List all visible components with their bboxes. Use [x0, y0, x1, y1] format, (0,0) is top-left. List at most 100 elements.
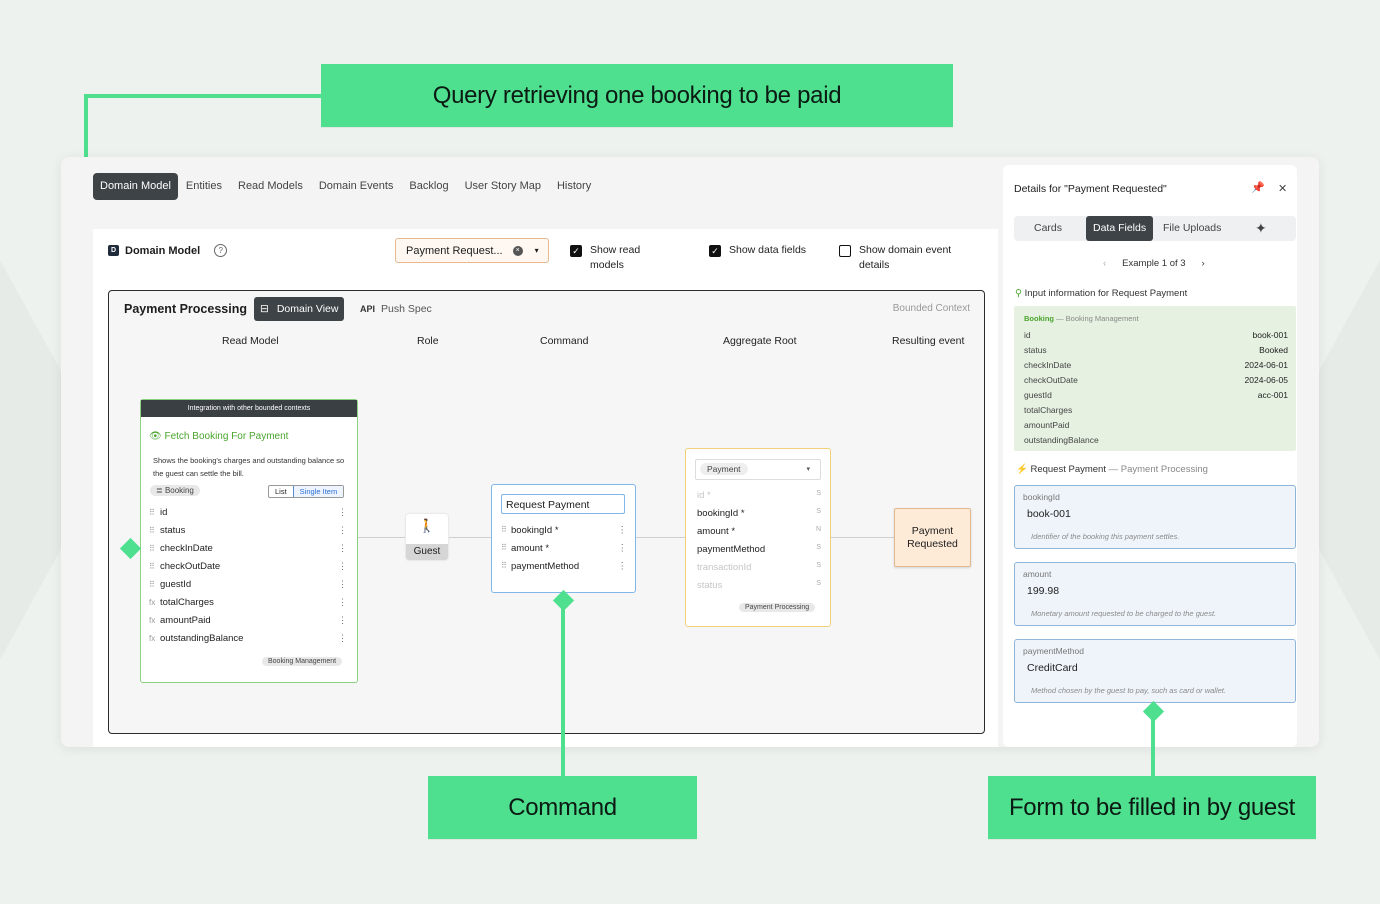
- checkbox-checked-icon[interactable]: ✓: [570, 245, 582, 257]
- command-name-input[interactable]: Request Payment: [501, 494, 625, 514]
- form-field-value[interactable]: 199.98: [1027, 585, 1060, 597]
- booking-value: book-001: [1252, 330, 1288, 340]
- field-row[interactable]: ⠿checkInDate⋮: [149, 543, 347, 554]
- tab-read-models[interactable]: Read Models: [238, 180, 303, 192]
- aggregate-select[interactable]: Payment ▾: [695, 459, 821, 480]
- field-name: amount *: [511, 543, 550, 554]
- field-type: N: [815, 526, 821, 533]
- domain-view-button[interactable]: ⊟Domain View: [254, 297, 345, 321]
- callout-line: [84, 94, 322, 98]
- checkbox-show-read-models[interactable]: ✓Show read models: [570, 243, 660, 273]
- field-name: checkOutDate: [160, 561, 221, 572]
- chevron-right-icon[interactable]: ›: [1201, 258, 1205, 269]
- tab-domain-events[interactable]: Domain Events: [318, 180, 394, 192]
- chevron-down-icon[interactable]: ▾: [534, 246, 539, 255]
- checkbox-unchecked-icon[interactable]: [839, 245, 851, 257]
- more-icon[interactable]: ⋮: [338, 615, 347, 625]
- field-type: S: [816, 544, 821, 551]
- more-icon[interactable]: ⋮: [617, 561, 628, 572]
- checkbox-show-data-fields[interactable]: ✓Show data fields: [709, 243, 809, 258]
- field-type: S: [816, 562, 821, 569]
- clear-icon[interactable]: ×: [512, 245, 523, 256]
- segment-list[interactable]: List: [275, 487, 287, 496]
- field-name: id: [160, 507, 168, 518]
- chevron-left-icon[interactable]: ‹: [1103, 258, 1107, 269]
- field-row[interactable]: ⠿guestId⋮: [149, 579, 347, 590]
- more-icon[interactable]: ⋮: [617, 525, 628, 536]
- tab-history[interactable]: History: [556, 180, 592, 192]
- sparkle-icon[interactable]: ✦: [1255, 220, 1267, 236]
- form-field-amount[interactable]: amount 199.98 Monetary amount requested …: [1014, 562, 1296, 626]
- form-field-hint: Method chosen by the guest to pay, such …: [1031, 686, 1226, 695]
- drag-handle-icon[interactable]: ⠿: [149, 526, 155, 535]
- field-row[interactable]: ⠿ id ⋮: [149, 507, 347, 518]
- more-icon[interactable]: ⋮: [338, 543, 347, 553]
- aggregate-field[interactable]: bookingId *S: [697, 508, 821, 519]
- drag-handle-icon[interactable]: ⠿: [149, 508, 155, 517]
- form-field-label: amount: [1023, 569, 1052, 579]
- form-field-value[interactable]: CreditCard: [1027, 662, 1078, 674]
- tab-backlog[interactable]: Backlog: [409, 180, 449, 192]
- field-row[interactable]: ⠿ checkOutDate ⋮: [149, 561, 347, 572]
- form-field-payment-method[interactable]: paymentMethod CreditCard Method chosen b…: [1014, 639, 1296, 703]
- drag-handle-icon[interactable]: ⠿: [149, 562, 155, 571]
- chevron-down-icon[interactable]: ▾: [806, 466, 810, 473]
- form-field-booking-id[interactable]: bookingId book-001 Identifier of the boo…: [1014, 485, 1296, 549]
- form-field-hint: Monetary amount requested to be charged …: [1031, 609, 1217, 618]
- drag-handle-icon[interactable]: ⠿: [501, 561, 507, 570]
- read-model-card[interactable]: Integration with other bounded contexts …: [140, 399, 358, 683]
- hierarchy-icon: ⊟: [260, 303, 269, 315]
- more-icon[interactable]: ⋮: [338, 579, 347, 589]
- event-card-payment-requested[interactable]: Payment Requested: [894, 508, 971, 567]
- field-row[interactable]: ⠿ amount * ⋮: [501, 543, 627, 554]
- booking-key: status: [1024, 345, 1047, 355]
- checkbox-checked-icon[interactable]: ✓: [709, 245, 721, 257]
- more-icon[interactable]: ⋮: [338, 633, 347, 643]
- field-row[interactable]: ⠿bookingId *⋮: [501, 525, 627, 536]
- role-card-guest[interactable]: 🚶 Guest: [406, 514, 448, 560]
- tab-entities[interactable]: Entities: [185, 180, 222, 192]
- more-icon[interactable]: ⋮: [338, 561, 347, 571]
- tab-file-uploads[interactable]: File Uploads: [1163, 222, 1222, 234]
- checkbox-show-domain-event-details[interactable]: Show domain event details: [839, 243, 969, 273]
- command-card[interactable]: Request Payment ⠿bookingId *⋮ ⠿ amount * ⋮…: [491, 484, 636, 593]
- aggregate-field[interactable]: id *S: [697, 490, 821, 501]
- drag-handle-icon[interactable]: ⠿: [501, 525, 507, 534]
- segment-single-item[interactable]: Single Item: [292, 486, 344, 497]
- drag-handle-icon[interactable]: ⠿: [501, 543, 507, 552]
- more-icon[interactable]: ⋮: [338, 597, 347, 607]
- tab-data-fields[interactable]: Data Fields: [1086, 216, 1154, 241]
- read-model-name[interactable]: 👁 Fetch Booking For Payment: [149, 431, 288, 442]
- help-icon[interactable]: ?: [214, 244, 228, 257]
- input-info-label: ⚲ Input information for Request Payment: [1015, 288, 1187, 299]
- aggregate-root-card[interactable]: Payment ▾ id *S bookingId *S amount *N p…: [685, 448, 831, 627]
- more-icon[interactable]: ⋮: [338, 507, 347, 517]
- drag-handle-icon[interactable]: ⠿: [149, 580, 155, 589]
- pin-icon[interactable]: 📌: [1251, 182, 1265, 194]
- list-single-toggle[interactable]: List Single Item: [268, 485, 345, 498]
- tab-domain-model[interactable]: Domain Model: [93, 173, 178, 200]
- more-icon[interactable]: ⋮: [338, 525, 347, 535]
- person-icon: 🚶: [418, 518, 436, 533]
- field-row[interactable]: ⠿paymentMethod⋮: [501, 561, 627, 572]
- drag-handle-icon[interactable]: ⠿: [149, 544, 155, 553]
- more-icon[interactable]: ⋮: [617, 543, 628, 554]
- tab-user-story-map[interactable]: User Story Map: [464, 180, 541, 192]
- domain-model-icon: D: [108, 245, 119, 256]
- field-row[interactable]: ⠿status⋮: [149, 525, 347, 536]
- tab-cards[interactable]: Cards: [1034, 222, 1063, 234]
- entity-pill[interactable]: ≣ Booking: [150, 485, 200, 496]
- aggregate-field[interactable]: amount *N: [697, 526, 821, 537]
- command-select[interactable]: Payment Request... × ▾: [395, 238, 549, 263]
- close-icon[interactable]: ✕: [1278, 183, 1288, 195]
- form-field-value[interactable]: book-001: [1027, 508, 1071, 520]
- details-sidebar: Details for "Payment Requested" 📌 ✕ Card…: [1003, 165, 1297, 747]
